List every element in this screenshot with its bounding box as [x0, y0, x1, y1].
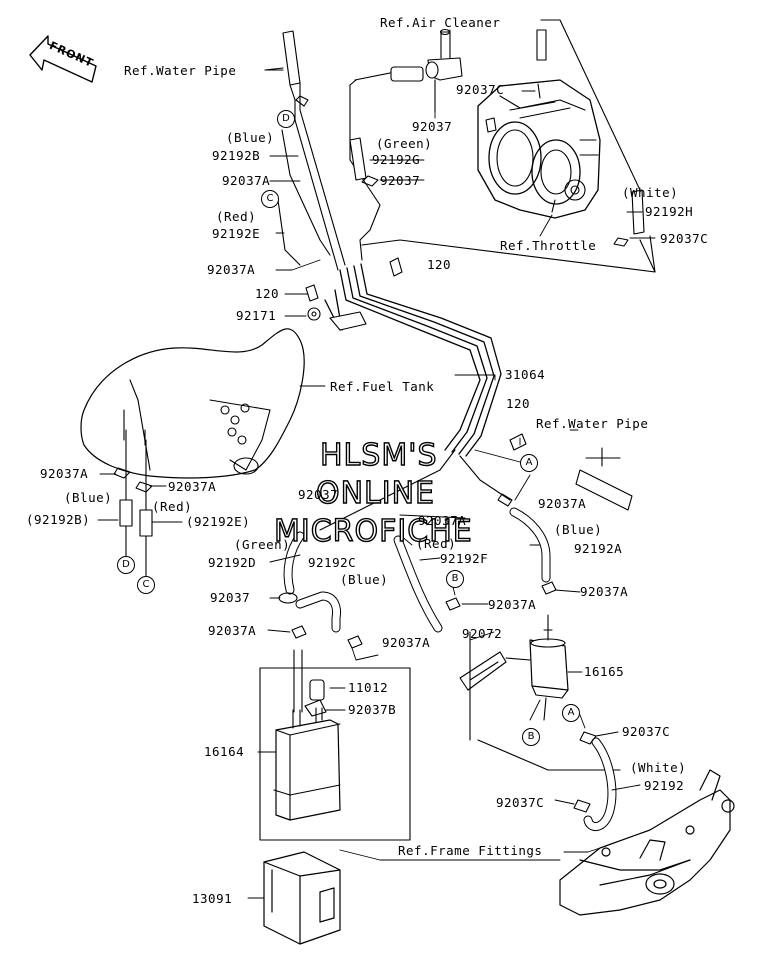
tank-hoses — [113, 429, 153, 581]
color-red-top: (Red) — [216, 209, 257, 224]
part-92037c-top: 92037C — [456, 82, 505, 97]
throttle-body — [477, 79, 601, 219]
part-92037b: 92037B — [348, 702, 397, 717]
hose-92192g — [349, 137, 379, 187]
hose-92192 — [573, 731, 617, 831]
color-red-left: (Red) — [152, 499, 193, 514]
ref-fuel-tank: Ref.Fuel Tank — [330, 379, 435, 394]
throttle-outline — [361, 235, 656, 273]
fuel-filter-16165 — [459, 614, 621, 771]
part-92037-top: 92037 — [412, 119, 453, 134]
ref-air-cleaner: Ref.Air Cleaner — [380, 15, 501, 30]
lower-hoses — [278, 449, 557, 649]
water-pipe-top — [264, 30, 309, 107]
part-92192b-paren: (92192B) — [26, 512, 91, 527]
part-92037c-low: 92037C — [622, 724, 671, 739]
part-120-c: 120 — [506, 396, 531, 411]
part-92037a-3: 92037A — [40, 466, 89, 481]
color-green-left: (Green) — [234, 537, 291, 552]
part-120-b: 120 — [255, 286, 280, 301]
part-31064: 31064 — [505, 367, 546, 382]
leader-lines — [97, 29, 656, 899]
color-white-top: (White) — [622, 185, 679, 200]
part-16165: 16165 — [584, 664, 625, 679]
part-92037-left: 92037 — [298, 487, 339, 502]
ref-water-pipe-right: Ref.Water Pipe — [536, 416, 649, 431]
color-blue-mid: (Blue) — [340, 572, 389, 587]
tube-bundle-31064 — [324, 263, 502, 457]
color-blue-left: (Blue) — [64, 490, 113, 505]
color-blue-top: (Blue) — [226, 130, 275, 145]
ref-throttle: Ref.Throttle — [500, 238, 597, 253]
front-arrow-icon — [29, 35, 97, 83]
part-92037a-9: 92037A — [208, 623, 257, 638]
water-pipe-right — [575, 447, 633, 511]
bolt-120 — [305, 257, 527, 451]
part-92037-mid: 92037 — [380, 173, 421, 188]
connector-d-top: D — [277, 110, 295, 128]
connector-c-left: C — [137, 576, 155, 594]
part-92037a-6: 92037A — [538, 496, 587, 511]
part-92171: 92171 — [236, 308, 277, 323]
part-11012: 11012 — [348, 680, 389, 695]
connector-d-left: D — [117, 556, 135, 574]
part-92192: 92192 — [644, 778, 685, 793]
part-120-a: 120 — [427, 257, 452, 272]
canister-16164 — [259, 649, 411, 841]
part-92037c-bottom: 92037C — [496, 795, 545, 810]
part-16164: 16164 — [204, 744, 245, 759]
part-92037a-10: 92037A — [382, 635, 431, 650]
part-92037a-4: 92037A — [168, 479, 217, 494]
part-92192c: 92192C — [308, 555, 357, 570]
part-92192d: 92192D — [208, 555, 257, 570]
part-92037a-8: 92037A — [580, 584, 629, 599]
part-92192e: 92192E — [212, 226, 261, 241]
part-92192f: 92192F — [440, 551, 489, 566]
watermark-line-2: ONLINE — [315, 476, 436, 511]
connector-a-mid: A — [520, 454, 538, 472]
part-92037-low: 92037 — [210, 590, 251, 605]
part-92037a-7: 92037A — [488, 597, 537, 612]
connector-c-top: C — [261, 190, 279, 208]
canister-holder-13091 — [263, 851, 341, 945]
watermark-line-3: MICROFICHE — [273, 514, 473, 549]
ref-water-pipe-top: Ref.Water Pipe — [124, 63, 237, 78]
ref-frame-fittings: Ref.Frame Fittings — [398, 843, 543, 858]
connector-b-mid: B — [446, 570, 464, 588]
connector-b-low: B — [522, 728, 540, 746]
part-92037a-2: 92037A — [207, 262, 256, 277]
part-13091: 13091 — [192, 891, 233, 906]
part-92192h: 92192H — [645, 204, 694, 219]
connector-a-low: A — [562, 704, 580, 722]
part-92192b: 92192B — [212, 148, 261, 163]
part-92037c-right: 92037C — [660, 231, 709, 246]
air-cleaner-fitting — [390, 28, 463, 113]
color-white-low: (White) — [630, 760, 687, 775]
color-blue-right: (Blue) — [554, 522, 603, 537]
fuel-tank — [80, 328, 305, 479]
color-red-mid: (Red) — [416, 536, 457, 551]
part-92192e-paren: (92192E) — [186, 514, 251, 529]
frame-fittings — [559, 769, 735, 916]
watermark-line-1: HLSM'S — [319, 438, 438, 473]
color-green-top: (Green) — [376, 136, 433, 151]
part-92037a-5: 92037A — [418, 513, 467, 528]
part-92037a-1: 92037A — [222, 173, 271, 188]
part-92072: 92072 — [462, 626, 503, 641]
part-92192g: 92192G — [372, 152, 421, 167]
part-92192a: 92192A — [574, 541, 623, 556]
bracket-92171 — [307, 307, 367, 331]
vacuum-lines — [277, 71, 396, 271]
